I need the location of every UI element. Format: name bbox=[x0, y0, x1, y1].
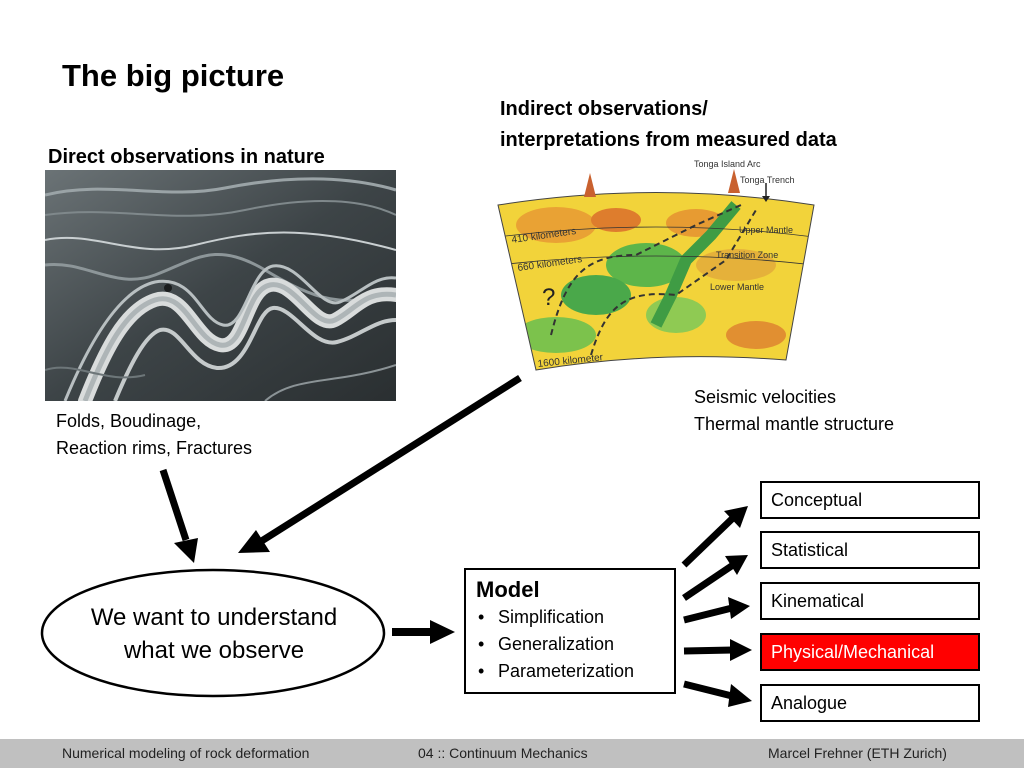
seismic-caption-line2: Thermal mantle structure bbox=[694, 414, 895, 434]
lower-mantle-label: Lower Mantle bbox=[710, 282, 764, 292]
seismic-caption-line1: Seismic velocities bbox=[694, 387, 837, 407]
seismic-tomography-figure: Tonga Island Arc Tonga Trench 410 kilome… bbox=[497, 159, 815, 371]
indirect-heading-line2: interpretations from measured data bbox=[500, 129, 837, 151]
unknown-question-mark: ? bbox=[542, 284, 555, 311]
transition-zone-label: Transition Zone bbox=[716, 250, 778, 260]
indirect-heading-line1: Indirect observations/ bbox=[500, 98, 708, 120]
arrow-folds-to-goal bbox=[159, 468, 198, 563]
arrow-model-to-statistical bbox=[682, 555, 748, 601]
indirect-observations-caption: Seismic velocities Thermal mantle struct… bbox=[694, 384, 894, 438]
footer-bar: Numerical modeling of rock deformation 0… bbox=[0, 739, 1024, 768]
model-type-kinematical: Kinematical bbox=[760, 582, 980, 620]
arrow-model-to-conceptual bbox=[681, 506, 748, 568]
goal-text: We want to understand what we observe bbox=[70, 601, 358, 667]
folded-rock-photo bbox=[45, 170, 396, 401]
arrow-goal-to-model bbox=[392, 620, 455, 644]
tonga-island-arc-label: Tonga Island Arc bbox=[694, 159, 761, 169]
direct-observations-heading: Direct observations in nature bbox=[48, 146, 325, 168]
footer-course-title: Numerical modeling of rock deformation bbox=[62, 745, 310, 761]
slide-title: The big picture bbox=[62, 58, 285, 93]
footer-author: Marcel Frehner (ETH Zurich) bbox=[768, 745, 947, 761]
arrow-model-to-physical bbox=[683, 639, 752, 661]
arrow-seismic-to-goal bbox=[238, 375, 522, 553]
tonga-trench-label: Tonga Trench bbox=[740, 175, 795, 185]
model-type-statistical: Statistical bbox=[760, 531, 980, 569]
model-item-parameterization: Parameterization bbox=[476, 658, 664, 685]
upper-mantle-label: Upper Mantle bbox=[739, 225, 793, 235]
model-type-physical-mechanical: Physical/Mechanical bbox=[760, 633, 980, 671]
model-item-generalization: Generalization bbox=[476, 631, 664, 658]
direct-observations-caption: Folds, Boudinage, Reaction rims, Fractur… bbox=[56, 408, 252, 462]
model-type-conceptual: Conceptual bbox=[760, 481, 980, 519]
model-box: Model Simplification Generalization Para… bbox=[464, 568, 676, 694]
goal-line2: what we observe bbox=[123, 637, 305, 664]
arrow-model-to-kinematical bbox=[683, 597, 750, 624]
footer-lecture-title: 04 :: Continuum Mechanics bbox=[418, 745, 588, 761]
model-title: Model bbox=[476, 577, 540, 602]
folds-caption-line2: Reaction rims, Fractures bbox=[56, 438, 253, 458]
arrow-model-to-analogue bbox=[683, 680, 752, 707]
model-list: Simplification Generalization Parameteri… bbox=[476, 604, 664, 685]
indirect-observations-heading: Indirect observations/ interpretations f… bbox=[500, 94, 837, 156]
goal-line1: We want to understand bbox=[90, 604, 338, 631]
model-type-analogue: Analogue bbox=[760, 684, 980, 722]
folds-caption-line1: Folds, Boudinage, bbox=[56, 411, 202, 431]
model-item-simplification: Simplification bbox=[476, 604, 664, 631]
